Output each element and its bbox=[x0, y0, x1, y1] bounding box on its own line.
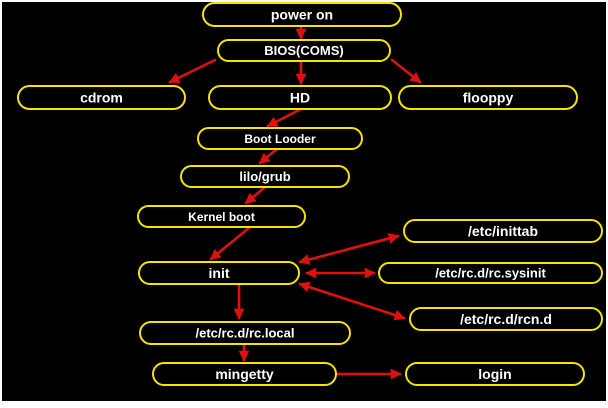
node-flooppy: flooppy bbox=[398, 85, 578, 110]
node-kernel-boot: Kernel boot bbox=[137, 205, 306, 228]
arrow-init-to-inittab bbox=[298, 233, 400, 265]
node-label-kernel-boot: Kernel boot bbox=[188, 210, 255, 224]
node-label-inittab: /etc/inittab bbox=[468, 223, 538, 239]
node-rc-local: /etc/rc.d/rc.local bbox=[139, 321, 351, 345]
node-box-lilo-grub bbox=[180, 165, 350, 188]
node-cdrom: cdrom bbox=[17, 85, 186, 110]
node-box-flooppy bbox=[398, 85, 578, 110]
node-label-bios: BIOS(COMS) bbox=[264, 43, 343, 58]
arrow-init-to-rcn-d bbox=[298, 281, 406, 321]
node-box-rc-local bbox=[139, 321, 351, 345]
node-box-init bbox=[138, 261, 300, 285]
arrow-kernel-boot-to-init bbox=[209, 225, 252, 261]
node-label-rcn-d: /etc/rc.d/rcn.d bbox=[460, 311, 552, 327]
node-label-login: login bbox=[478, 366, 511, 382]
node-label-mingetty: mingetty bbox=[215, 366, 274, 382]
node-label-flooppy: flooppy bbox=[463, 90, 514, 106]
arrow-bios-to-cdrom bbox=[168, 58, 217, 84]
node-box-login bbox=[405, 362, 585, 386]
node-label-power-on: power on bbox=[271, 7, 333, 23]
node-box-boot-looder bbox=[197, 127, 363, 150]
node-bios: BIOS(COMS) bbox=[217, 39, 391, 62]
node-mingetty: mingetty bbox=[152, 362, 337, 386]
node-box-power-on bbox=[202, 2, 402, 27]
node-label-hd: HD bbox=[290, 90, 310, 106]
node-power-on: power on bbox=[202, 2, 402, 27]
node-box-kernel-boot bbox=[137, 205, 306, 228]
node-label-rc-sysinit: /etc/rc.d/rc.sysinit bbox=[435, 266, 546, 281]
node-box-inittab bbox=[403, 219, 603, 243]
arrow-bios-to-flooppy bbox=[390, 58, 422, 84]
arrow-lilo-grub-to-kernel-boot bbox=[244, 185, 267, 205]
node-inittab: /etc/inittab bbox=[403, 219, 603, 243]
node-box-cdrom bbox=[17, 85, 186, 110]
node-box-rcn-d bbox=[409, 307, 603, 331]
arrow-hd-to-boot-looder bbox=[266, 107, 303, 128]
node-hd: HD bbox=[208, 85, 392, 110]
node-box-bios bbox=[217, 39, 391, 62]
node-label-lilo-grub: lilo/grub bbox=[239, 169, 290, 184]
node-label-rc-local: /etc/rc.d/rc.local bbox=[196, 326, 295, 341]
edges-layer bbox=[168, 24, 422, 380]
node-boot-looder: Boot Looder bbox=[197, 127, 363, 150]
node-label-init: init bbox=[209, 265, 230, 281]
node-rcn-d: /etc/rc.d/rcn.d bbox=[409, 307, 603, 331]
node-init: init bbox=[138, 261, 300, 285]
arrow-boot-looder-to-lilo-grub bbox=[258, 147, 279, 165]
node-box-rc-sysinit bbox=[378, 262, 603, 284]
node-label-cdrom: cdrom bbox=[80, 90, 123, 106]
node-box-mingetty bbox=[152, 362, 337, 386]
node-login: login bbox=[405, 362, 585, 386]
node-label-boot-looder: Boot Looder bbox=[244, 132, 316, 146]
node-box-hd bbox=[208, 85, 392, 110]
node-lilo-grub: lilo/grub bbox=[180, 165, 350, 188]
node-rc-sysinit: /etc/rc.d/rc.sysinit bbox=[378, 262, 603, 284]
